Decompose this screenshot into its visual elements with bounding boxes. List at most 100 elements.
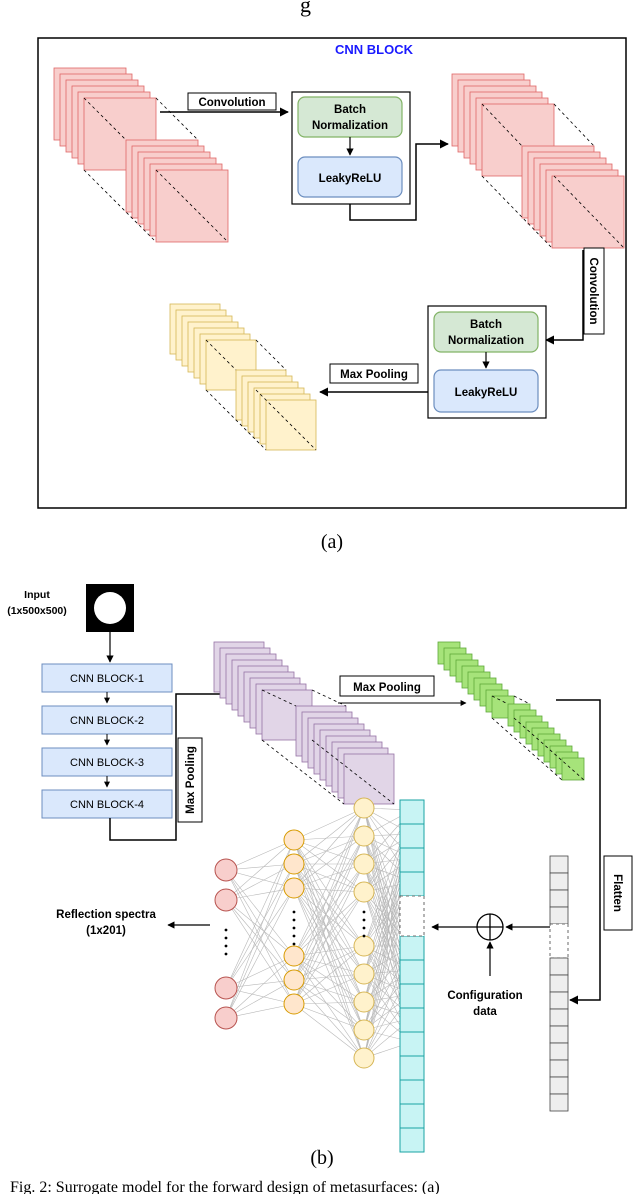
network-edge [293,973,365,981]
vector-cell [549,1076,569,1095]
ellipsis-dot [362,918,366,922]
vector-gap [549,923,569,959]
network-edge [293,863,365,1005]
input-feature-cell [399,959,425,985]
input-feature-gap [399,895,425,937]
feature-map-stack-conv [451,73,625,249]
vector-cell [549,855,569,874]
network-edge [225,863,295,989]
output-neuron [214,1006,238,1030]
input-feature-cell [399,823,425,849]
maxpool-vertical-arrow [109,689,241,841]
hidden-neuron-2 [283,945,305,967]
input-label-line2: (1x500x500) [7,605,67,617]
vector-cell [549,1025,569,1044]
network-edge [293,839,365,947]
vector-cell [549,1059,569,1078]
stack-connector [553,103,595,147]
flatten-arrow [556,699,601,1005]
vector-cell [549,1042,569,1061]
hidden-neuron-1 [353,825,375,847]
hidden-neuron-1 [353,935,375,957]
stack-connector [255,339,287,371]
vector-cell [549,1093,569,1112]
hidden-neuron-1 [353,881,375,903]
stack-connector [155,169,229,243]
feature-map-stack-pooled [169,303,317,451]
network-edge [293,807,365,1005]
stack-connector [481,175,553,249]
ellipsis-dot [292,910,296,914]
stack-connector [481,103,523,147]
input-feature-cell [399,935,425,961]
leaky-relu-1 [297,156,403,198]
ellipsis-dot [224,928,228,932]
flatten-label-box [603,855,633,931]
stack-connector [155,97,199,141]
output-label-line2: (1x201) [86,925,126,937]
hidden-neuron-1 [353,1019,375,1041]
feature-map-stack-purple [213,641,395,805]
network-edge [293,955,365,1003]
network-edge [225,1003,295,1019]
network-edge [293,887,365,1059]
panel-a-frame [37,37,627,509]
network-edge [225,839,295,989]
network-edge [293,979,365,1003]
batch-norm-2-line1: Batch [470,319,502,331]
leaky-relu-2 [433,369,539,413]
stack-connector [261,689,297,707]
conv2-label: Convolution [587,257,599,324]
input-feature-cell [399,799,425,825]
flatten-label: Flatten [611,874,623,912]
cnn-block-3-label: CNN BLOCK-3 [70,757,144,769]
stack-connector [261,739,345,805]
ellipsis-dot [224,936,228,940]
conv1-label-box [187,92,277,111]
network-edge [293,839,365,1059]
stack-connector [83,169,157,243]
network-edge [293,979,365,1059]
hidden-neuron-2 [283,877,305,899]
network-edge [293,807,365,957]
output-neuron [214,976,238,1000]
fully-connected-network [214,797,425,1153]
stack-connector [205,339,237,371]
hidden-neuron-2 [283,829,305,851]
network-edge [225,955,295,1019]
vector-cell [549,1008,569,1027]
network-edge [293,835,365,1005]
cnn-block-2-label: CNN BLOCK-2 [70,715,144,727]
network-edge [293,835,365,865]
vector-cell [549,889,569,908]
feature-map-back [343,753,395,805]
network-edge [225,869,295,1005]
maxpool-vertical-label-box [177,737,203,823]
network-edge [225,899,295,957]
vector-cell [549,872,569,891]
leaky-relu-2-label: LeakyReLU [455,387,518,399]
batch-norm-1-line1: Batch [334,104,366,116]
bottom-caption-fragment: Fig. 2: Surrogate model for the forward … [10,1179,440,1194]
output-neuron [214,858,238,882]
network-edge [293,863,365,947]
input-feature-cell [399,1127,425,1153]
input-feature-cell [399,847,425,873]
network-edge [225,863,295,1019]
flattened-vector [549,855,569,1112]
ellipsis-dot [292,918,296,922]
top-caption-fragment: g [300,0,311,17]
output-neuron [214,888,238,912]
network-edge [293,887,365,947]
hidden-neuron-1 [353,853,375,875]
network-edge [225,839,295,871]
input-label-line1: Input [24,589,50,601]
maxpool-b-label-box [339,675,435,697]
hidden-neuron-2 [283,969,305,991]
ellipsis-dot [292,942,296,946]
vector-cell [549,991,569,1010]
network-edge [293,863,365,889]
input-feature-cell [399,871,425,897]
ellipsis-dot [362,910,366,914]
